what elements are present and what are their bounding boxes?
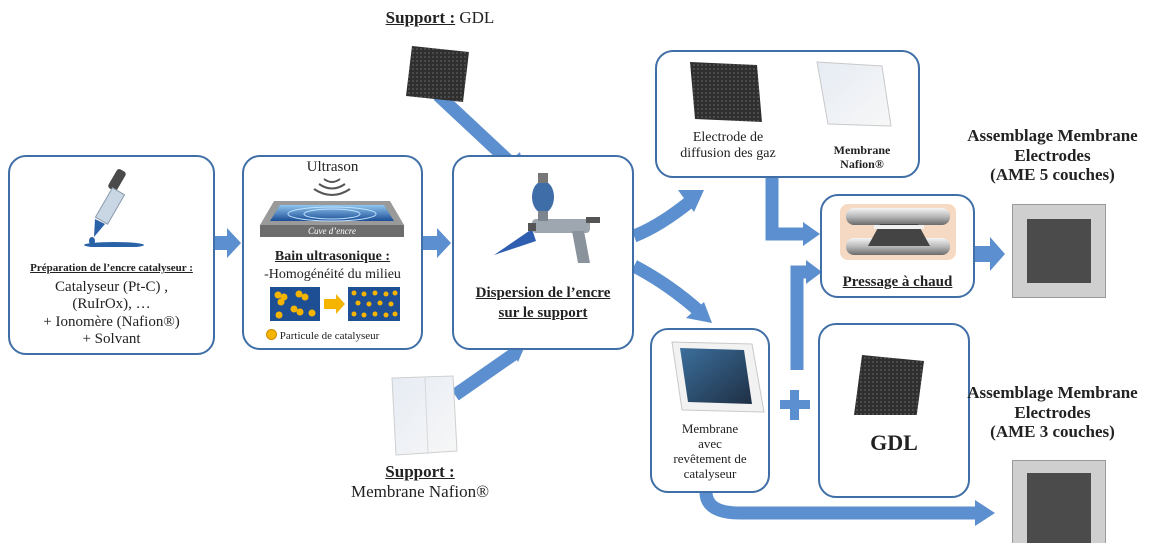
ame3-title: Assemblage Membrane Electrodes (AME 3 co…	[945, 383, 1160, 442]
ultrason-label: Ultrason	[306, 159, 359, 175]
ultrasonic-box: Ultrason Cuve d’encre Bain ultrasonique …	[242, 155, 423, 350]
ame3-line-3: (AME 3 couches)	[990, 422, 1115, 442]
nafion-label-1: Membrane	[833, 143, 891, 157]
electrode-image	[690, 62, 762, 122]
particle-dispersion-icon	[270, 287, 400, 321]
particle-legend-icon	[266, 329, 277, 340]
electrode-label-1: Electrode de	[692, 130, 764, 145]
prep-title: Préparation de l’encre catalyseur :	[30, 262, 193, 274]
arrow-membrane-support	[451, 348, 518, 401]
ame5-title: Assemblage Membrane Electrodes (AME 5 co…	[945, 126, 1160, 185]
gdl-image	[854, 355, 924, 415]
arrow-ccm-to-press	[790, 265, 808, 370]
arrow-dispersion-to-ccm	[630, 260, 705, 317]
particle-legend-text: Particule de catalyseur	[279, 330, 380, 342]
electrode-label-2: diffusion des gaz	[680, 146, 776, 162]
nafion-label: Membrane Nafion®	[807, 143, 917, 172]
electrode-membrane-images	[690, 61, 892, 127]
ame3-line-1: Assemblage Membrane	[967, 383, 1138, 402]
dispersion-box: Dispersion de l’encre sur le support	[452, 155, 634, 350]
arrow-dispersion-to-electrode	[631, 194, 697, 243]
electrode-label: Electrode de diffusion des gaz	[659, 130, 797, 162]
tank-label: Cuve d’encre	[308, 226, 356, 236]
prep-line-4: + Solvant	[82, 330, 141, 347]
bath-line: -Homogénéité du milieu	[264, 267, 401, 282]
ccm-label-2: avec	[698, 435, 722, 451]
support-membrane-title: Support :	[385, 462, 455, 481]
spray-gun-icon	[494, 173, 600, 263]
support-membrane-value: Membrane Nafion®	[350, 481, 489, 501]
ame3-image	[1012, 460, 1106, 543]
ame5-image	[1012, 204, 1106, 298]
prep-line-2: (RuIrOx), …	[72, 296, 151, 313]
nafion-label-2: Nafion®	[840, 156, 884, 171]
arrow-ccm-to-ame3	[699, 491, 975, 520]
dispersion-line-2: sur le support	[498, 305, 588, 321]
membrane-support-image	[391, 375, 458, 456]
support-gdl-title: Support :	[385, 8, 456, 27]
arrow-gdl-support	[433, 90, 519, 171]
particle-legend: Particule de catalyseur	[266, 329, 379, 342]
ame5-line-3: (AME 5 couches)	[990, 165, 1115, 185]
ccm-label-1: Membrane	[681, 421, 739, 436]
hot-press-icon	[840, 204, 956, 260]
support-membrane-label: Support : Membrane Nafion®	[330, 462, 510, 501]
nafion-membrane-image	[816, 61, 892, 127]
gdl-box: GDL	[818, 323, 970, 498]
bath-title-wrap: Bain ultrasonique :	[244, 249, 421, 265]
ame5-line-1: Assemblage Membrane	[967, 126, 1138, 145]
prep-line-1: Catalyseur (Pt-C) ,	[55, 279, 168, 295]
prep-box: Préparation de l’encre catalyseur : Cata…	[8, 155, 215, 355]
ame5-line-2: Electrodes	[1014, 145, 1091, 165]
ccm-label: Membrane avec revêtement de catalyseur	[652, 421, 768, 482]
hot-press-label: Pressage à chaud	[842, 274, 953, 290]
arrow-electrode-to-press	[765, 178, 805, 241]
support-gdl-label: Support : GDL	[330, 8, 550, 28]
bath-title: Bain ultrasonique :	[274, 249, 391, 264]
support-gdl-value: GDL	[459, 8, 495, 27]
ccm-label-3: revêtement de	[673, 450, 747, 466]
dropper-icon	[84, 169, 144, 247]
ccm-label-4: catalyseur	[683, 465, 737, 481]
dispersion-line-1: Dispersion de l’encre	[475, 285, 611, 301]
flow-arrows	[215, 228, 1005, 271]
arrow-bath-to-dispersion	[423, 228, 451, 258]
arrow-press-to-ame5	[975, 237, 1005, 271]
arrow-prep-to-bath	[215, 228, 241, 258]
ame3-line-2: Electrodes	[1014, 402, 1091, 422]
gdl-label: GDL	[870, 430, 918, 455]
prep-line-3: + Ionomère (Nafion®)	[43, 313, 180, 330]
ultrasonic-tank-icon	[260, 178, 404, 237]
prep-lines: Catalyseur (Pt-C) , (RuIrOx), … + Ionomè…	[10, 279, 213, 348]
ccm-box: Membrane avec revêtement de catalyseur	[650, 328, 770, 493]
electrode-membrane-box: Electrode de diffusion des gaz Membrane …	[655, 50, 920, 178]
ccm-image	[671, 341, 765, 413]
gdl-support-image	[406, 46, 469, 102]
hot-press-box: Pressage à chaud	[820, 194, 975, 298]
